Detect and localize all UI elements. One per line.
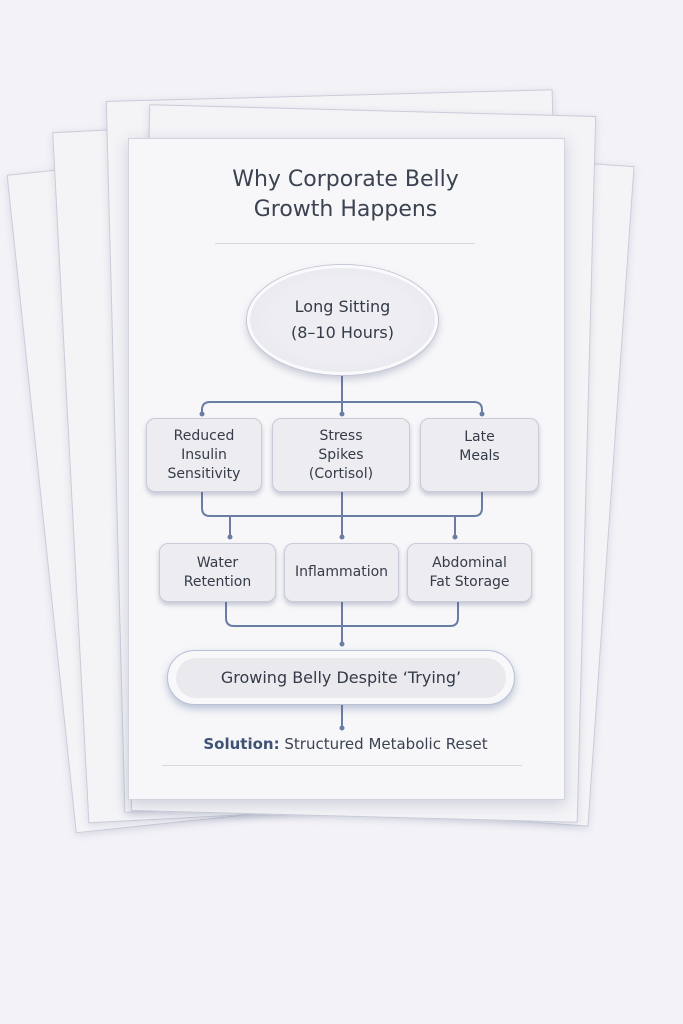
effect-node-inflammation: Inflammation bbox=[284, 543, 399, 602]
node-label: Sensitivity bbox=[167, 465, 241, 482]
title-line: Growth Happens bbox=[253, 197, 438, 222]
divider bbox=[162, 765, 522, 766]
node-label: Abdominal bbox=[432, 554, 507, 571]
node-label: (Cortisol) bbox=[308, 465, 374, 482]
node-label: Reduced bbox=[173, 427, 235, 444]
node-label: Water bbox=[196, 554, 239, 571]
node-label: Late bbox=[464, 429, 495, 445]
node-label: Insulin bbox=[181, 446, 227, 463]
node-label: Inflammation bbox=[294, 564, 389, 580]
cause-node-insulin: Reduced Insulin Sensitivity bbox=[146, 418, 262, 492]
effect-node-abdominal-fat: Abdominal Fat Storage bbox=[407, 543, 532, 602]
effect-node-water-retention: Water Retention bbox=[159, 543, 276, 602]
cause-node-late-meals: Late Meals bbox=[420, 418, 539, 492]
node-label: Retention bbox=[183, 573, 252, 590]
solution-text: Solution: Structured Metabolic Reset bbox=[128, 735, 563, 753]
node-label: Meals bbox=[459, 448, 500, 464]
node-label: Spikes bbox=[318, 446, 364, 463]
root-node-long-sitting: Long Sitting (8–10 Hours) bbox=[247, 265, 438, 375]
node-label: Long Sitting bbox=[294, 297, 391, 316]
node-label: (8–10 Hours) bbox=[291, 323, 394, 342]
solution-label: Solution: bbox=[203, 735, 280, 753]
page-title: Why Corporate Belly Growth Happens bbox=[128, 165, 563, 225]
node-label: Fat Storage bbox=[429, 573, 510, 590]
node-label: Stress bbox=[319, 427, 363, 444]
outcome-label: Growing Belly Despite ‘Trying’ bbox=[176, 657, 506, 698]
cause-node-stress: Stress Spikes (Cortisol) bbox=[272, 418, 410, 492]
divider bbox=[215, 243, 475, 244]
title-line: Why Corporate Belly bbox=[232, 167, 459, 192]
outcome-node: Growing Belly Despite ‘Trying’ bbox=[167, 650, 515, 705]
solution-value: Structured Metabolic Reset bbox=[284, 735, 488, 753]
